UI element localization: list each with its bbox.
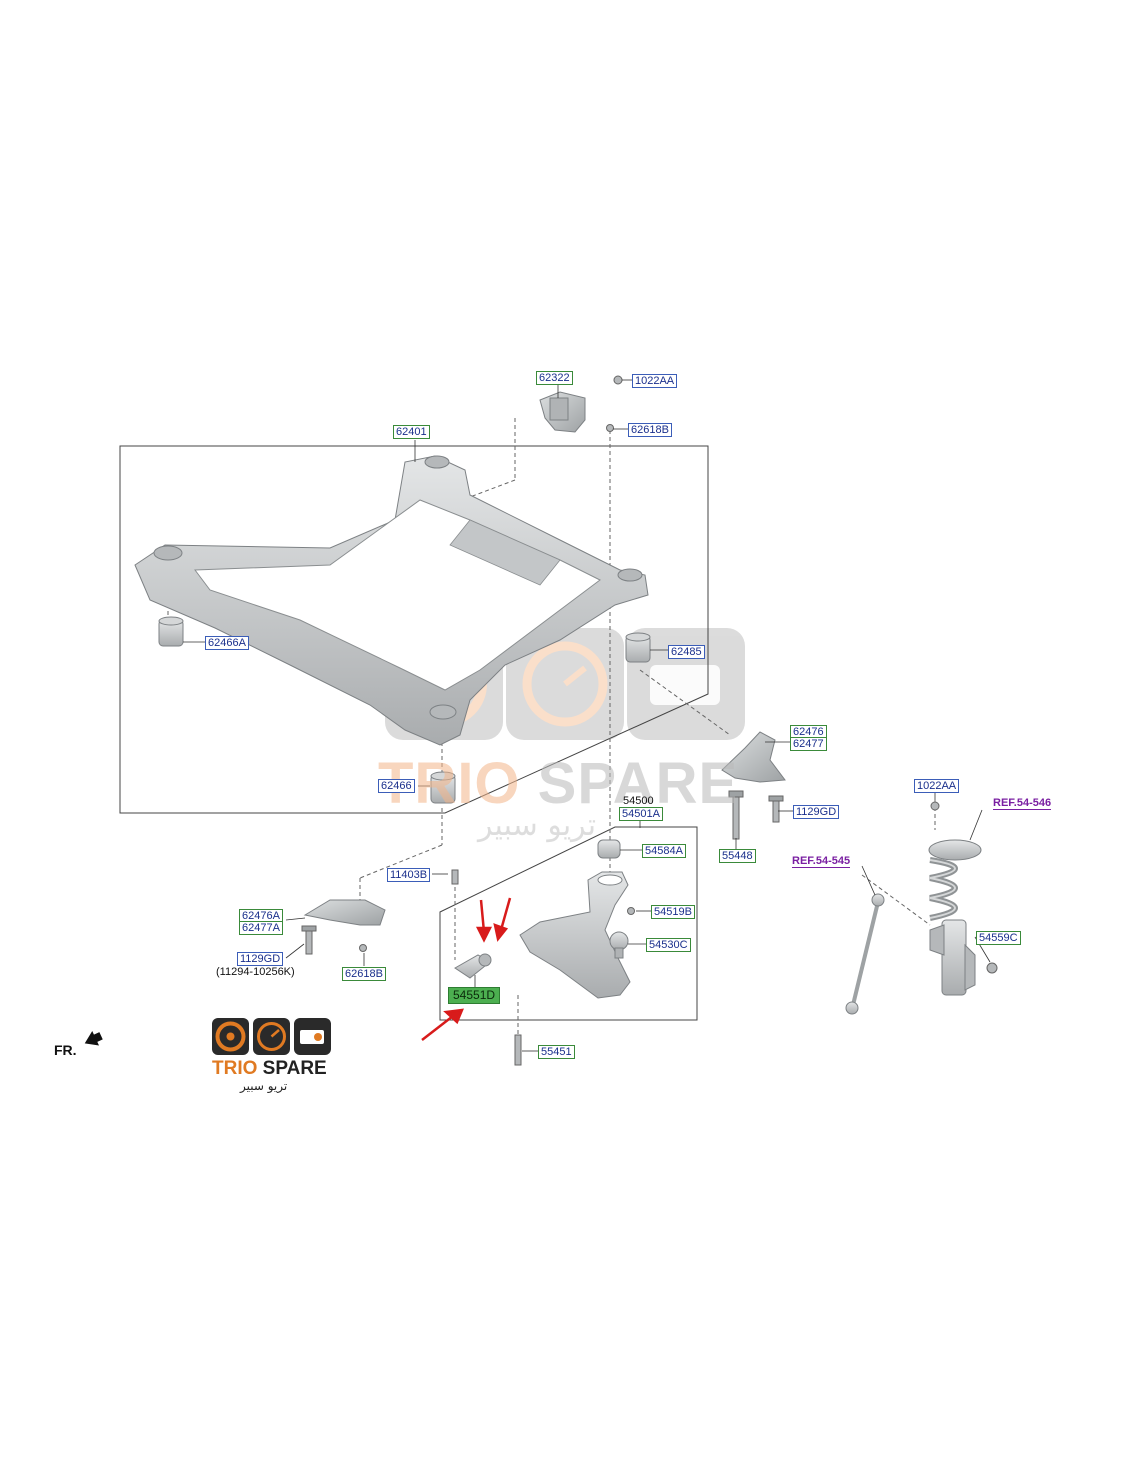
- watermark-arabic: تريو سبير: [478, 808, 597, 843]
- label-1022AA[interactable]: 1022AA: [632, 374, 678, 388]
- bolt-62618B-icon: [606, 424, 614, 432]
- bolt-62618B-lower-icon: [359, 944, 367, 952]
- label-54519B[interactable]: 54519B: [651, 905, 695, 919]
- label-1129GD-left[interactable]: 1129GD: [237, 952, 284, 966]
- nut-1022AA-strut-icon: [930, 801, 940, 811]
- label-54584A[interactable]: 54584A: [642, 844, 686, 858]
- label-54501A[interactable]: 54501A: [619, 807, 663, 821]
- label-leaders: [183, 379, 991, 1052]
- label-62401[interactable]: 62401: [393, 425, 430, 439]
- label-54551D-highlighted[interactable]: 54551D: [448, 987, 501, 1004]
- label-55451[interactable]: 55451: [538, 1045, 575, 1059]
- ball-joint-54530C: [609, 931, 629, 959]
- front-strut-assembly: [928, 839, 982, 996]
- bolt-54519B-icon: [627, 907, 635, 915]
- label-54500[interactable]: 54500: [623, 795, 654, 807]
- bracket-62476: [721, 731, 786, 783]
- brand-arabic-name: تريو سبير: [240, 1079, 288, 1093]
- bushing-62466: [430, 771, 456, 804]
- part-note: (11294-10256K): [216, 966, 295, 978]
- front-direction-arrow-icon: [84, 1031, 103, 1046]
- bolt-55451: [514, 1034, 522, 1066]
- label-1129GD-right[interactable]: 1129GD: [793, 805, 840, 819]
- bracket-62476A: [303, 899, 386, 926]
- label-55448[interactable]: 55448: [719, 849, 756, 863]
- label-62477A[interactable]: 62477A: [239, 921, 283, 935]
- nut-54559C-icon: [986, 962, 998, 974]
- label-62618B[interactable]: 62618B: [628, 423, 672, 437]
- highlight-arrows: [421, 897, 512, 1041]
- watermark-text: TRIO SPARE: [378, 751, 739, 816]
- front-direction-label: FR.: [54, 1042, 77, 1058]
- bushing-62485: [625, 632, 651, 663]
- label-1022AA-strut[interactable]: 1022AA: [914, 779, 960, 793]
- lower-arm-group-outline: [439, 826, 698, 1021]
- label-54530C[interactable]: 54530C: [646, 938, 691, 952]
- label-11403B[interactable]: 11403B: [387, 868, 431, 882]
- bolt-11403B: [451, 869, 459, 885]
- reference-54-546-link[interactable]: REF.54-546: [993, 797, 1052, 810]
- stabilizer-link: [845, 893, 885, 1015]
- bushing-54584A: [597, 839, 621, 859]
- bushing-62466A: [158, 616, 184, 647]
- label-54559C[interactable]: 54559C: [976, 931, 1021, 945]
- label-62485[interactable]: 62485: [668, 645, 705, 659]
- brand-name: TRIO SPARE: [212, 1058, 327, 1079]
- lower-control-arm-54500: [519, 871, 631, 999]
- mount-bracket-62322: [539, 391, 586, 433]
- label-62466[interactable]: 62466: [378, 779, 415, 793]
- front-subframe-62401: [134, 455, 649, 746]
- bushing-54551D: [454, 953, 492, 979]
- label-62618B-lower[interactable]: 62618B: [342, 967, 386, 981]
- label-62477[interactable]: 62477: [790, 737, 827, 751]
- label-62466A[interactable]: 62466A: [205, 636, 249, 650]
- bolt-1129GD-left: [301, 925, 317, 955]
- nut-1022AA-icon: [613, 375, 623, 385]
- bolt-1129GD-right: [768, 795, 784, 823]
- label-62322[interactable]: 62322: [536, 371, 573, 385]
- brand-logo-icons: [212, 1018, 331, 1055]
- reference-54-545-link[interactable]: REF.54-545: [792, 855, 851, 868]
